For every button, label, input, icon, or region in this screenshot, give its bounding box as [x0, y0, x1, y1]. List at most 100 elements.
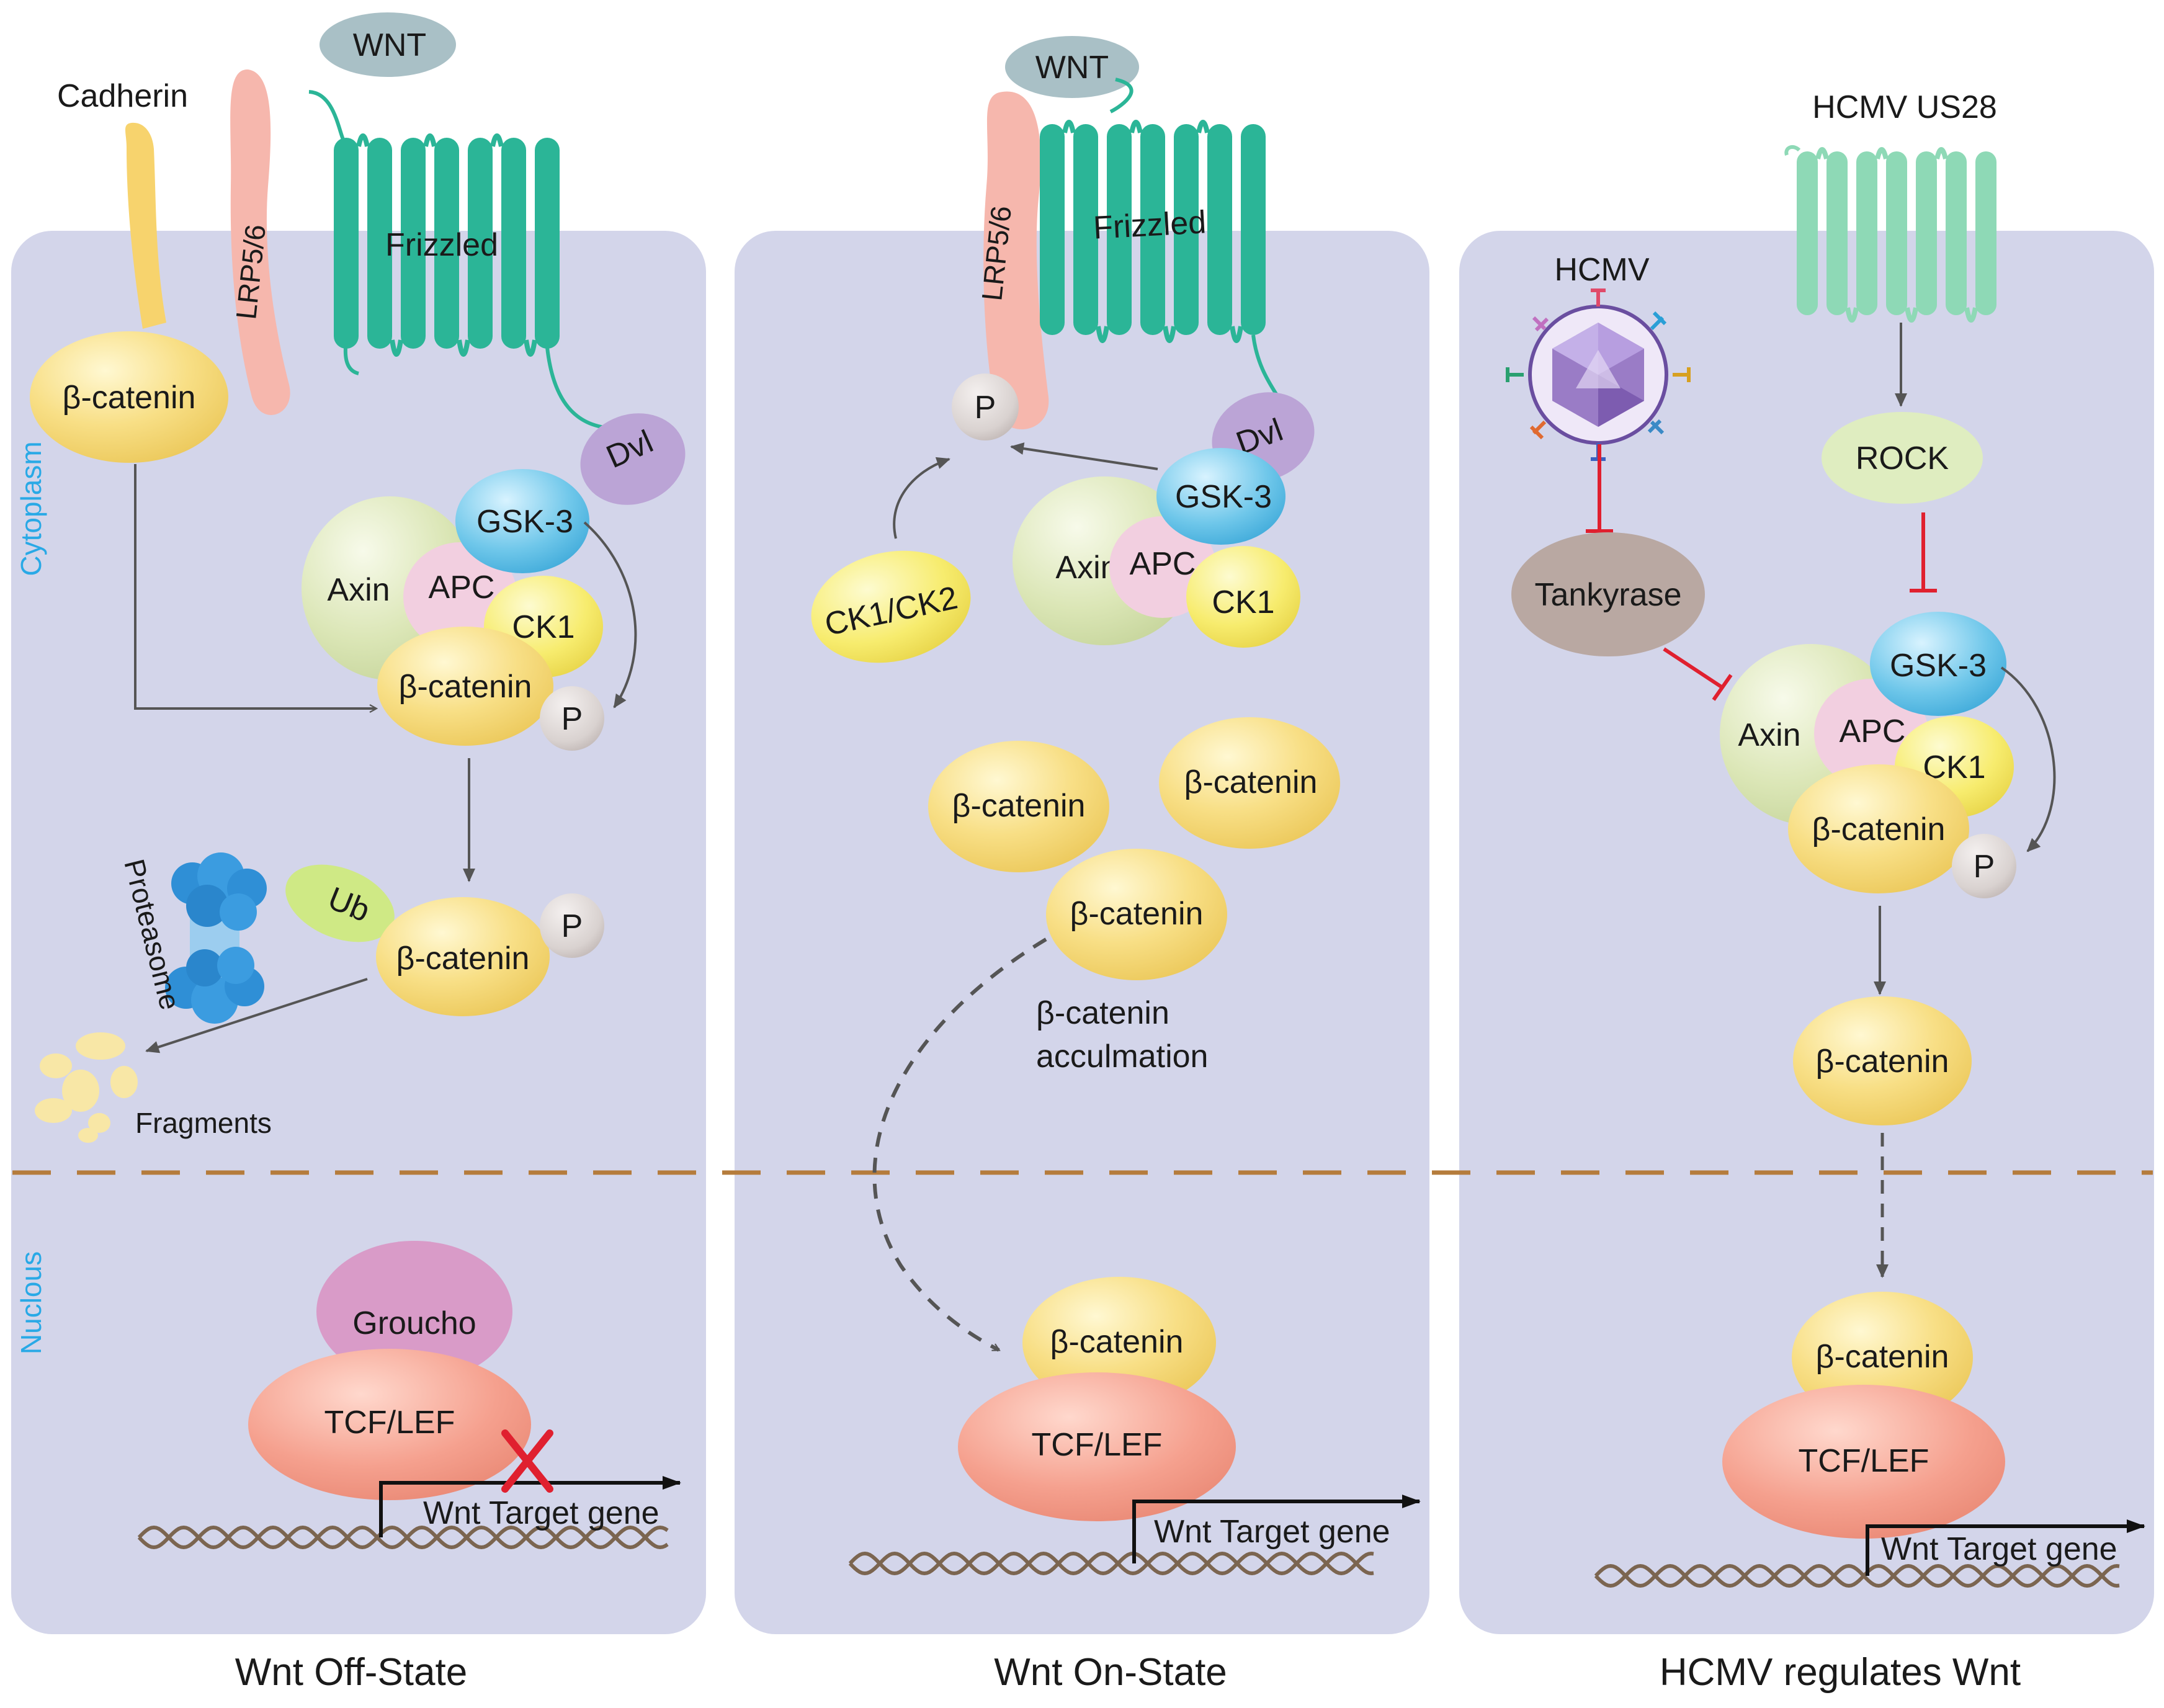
panel-hcmv-caption: HCMV regulates Wnt — [1660, 1651, 2021, 1694]
lrp-receptor — [230, 69, 290, 415]
gsk3-protein-hcmv — [1870, 612, 2006, 716]
hcmv-virus-icon — [1506, 288, 1691, 461]
hcmv-label: HCMV — [1554, 252, 1649, 288]
phosphate-ub-label: P — [561, 908, 583, 944]
tankyrase-protein — [1511, 532, 1705, 656]
beta-catenin-ubiquitinated — [376, 897, 550, 1016]
tankyrase-label: Tankyrase — [1535, 577, 1682, 613]
beta-catenin-membrane — [30, 331, 228, 463]
beta-catenin-free-c-label: β-catenin — [1070, 896, 1204, 932]
beta-catenin-nuclear-hcmv-label: β-catenin — [1816, 1339, 1949, 1375]
groucho-protein — [316, 1241, 512, 1382]
tcf-lef-protein-on — [958, 1372, 1236, 1521]
blocked-x-icon — [501, 1429, 553, 1493]
phosphate-lrp — [952, 373, 1019, 440]
beta-catenin-free-hcmv-label: β-catenin — [1816, 1044, 1949, 1080]
lrp-receptor-on — [983, 91, 1049, 430]
phosphate-complex-label: P — [561, 701, 583, 737]
beta-catenin-free-c — [1046, 849, 1227, 980]
rock-label: ROCK — [1856, 440, 1949, 476]
gsk3-phosphorylation-arrow-hcmv — [2000, 666, 2056, 852]
beta-catenin-nuclear-on-label: β-catenin — [1050, 1324, 1184, 1360]
gsk3-phosphorylation-arrow — [583, 521, 637, 709]
rock-inhibits-gsk3 — [1910, 512, 1937, 592]
target-gene-label-on: Wnt Target gene — [1154, 1514, 1390, 1550]
proteasome — [165, 852, 267, 1024]
wnt-ligand — [320, 12, 456, 77]
wnt-label-on: WNT — [1035, 50, 1109, 86]
frizzled-receptor — [308, 90, 611, 430]
tcf-lef-label-on: TCF/LEF — [1032, 1427, 1163, 1463]
frizzled-receptor-on — [1040, 78, 1280, 398]
accumulation-label-line2: acculmation — [1036, 1039, 1208, 1075]
gsk3-label-on: GSK-3 — [1175, 479, 1272, 515]
apc-label: APC — [429, 570, 495, 606]
tcf-lef-protein — [248, 1349, 531, 1500]
frizzled-label: Frizzled — [385, 227, 498, 263]
wnt-ligand-on — [1005, 36, 1139, 98]
phosphate-hcmv-label: P — [1974, 849, 1995, 885]
hcmv-inhibits-tankyrase — [1586, 444, 1613, 533]
beta-catenin-free-a — [928, 741, 1109, 872]
beta-catenin-free-hcmv — [1793, 996, 1972, 1125]
wnt-label: WNT — [353, 27, 426, 63]
cadherin-label: Cadherin — [57, 78, 188, 114]
tcf-lef-protein-hcmv — [1722, 1385, 2005, 1539]
phosphate-hcmv — [1952, 834, 2016, 898]
tcf-lef-label: TCF/LEF — [324, 1405, 455, 1441]
axin-label-hcmv: Axin — [1738, 717, 1800, 753]
cytoplasm-label: Cytoplasm — [15, 441, 47, 576]
phosphate-ub — [540, 893, 604, 958]
gsk3-label: GSK-3 — [476, 504, 573, 540]
panel-hcmv: HCMV US28 ROCK HCMV — [1506, 89, 2145, 1694]
panel-on: LRP5/6 WNT Frizzled P Dvl Axin APC — [811, 36, 1421, 1694]
beta-catenin-complex-label: β-catenin — [399, 669, 532, 705]
phosphate-complex — [540, 686, 604, 751]
gsk-to-lrp-arrow — [1010, 442, 1158, 470]
tankyrase-inhibits-axin — [1663, 647, 1733, 701]
nucleus-label: Nuclous — [15, 1251, 47, 1354]
rock-protein — [1822, 412, 1983, 504]
dvl-protein — [580, 413, 686, 505]
beta-catenin-complex-hcmv-label: β-catenin — [1812, 812, 1946, 847]
target-gene-label-hcmv: Wnt Target gene — [1881, 1531, 2117, 1567]
groucho-label: Groucho — [352, 1305, 476, 1341]
ck1-protein-on — [1186, 546, 1300, 648]
beta-catenin-free-b-label: β-catenin — [1184, 764, 1318, 800]
transcription-arrow-hcmv — [1866, 1519, 2145, 1576]
gsk3-label-hcmv: GSK-3 — [1890, 648, 1987, 684]
axin-label: Axin — [327, 572, 390, 608]
gsk3-protein — [455, 469, 589, 573]
beta-catenin-complex-hcmv — [1788, 764, 1969, 893]
apc-label-hcmv: APC — [1840, 713, 1906, 749]
nuclear-translocation-arrow — [872, 937, 1047, 1352]
protein-fragments — [35, 1032, 138, 1143]
accumulation-label-line1: β-catenin — [1036, 995, 1169, 1031]
gsk3-protein-on — [1156, 448, 1285, 545]
cadherin-protein — [125, 122, 166, 329]
beta-catenin-free-b — [1159, 717, 1340, 849]
transcription-arrow — [379, 1476, 681, 1537]
degradation-arrow — [145, 978, 368, 1053]
dna-helix-hcmv — [1594, 1563, 2120, 1588]
target-gene-label: Wnt Target gene — [423, 1495, 659, 1531]
us28-receptor — [1784, 145, 1996, 323]
panel-off-caption: Wnt Off-State — [235, 1651, 467, 1694]
beta-catenin-complex — [377, 627, 553, 746]
panel-on-caption: Wnt On-State — [994, 1651, 1227, 1694]
us28-label: HCMV US28 — [1812, 89, 1997, 125]
axin-label-on: Axin — [1055, 550, 1118, 586]
frizzled-label-on: Frizzled — [1093, 204, 1207, 246]
phosphate-lrp-label: P — [975, 390, 996, 426]
ubiquitin — [285, 864, 395, 942]
ck1-label-on: CK1 — [1212, 584, 1274, 620]
beta-catenin-free-a-label: β-catenin — [952, 788, 1086, 824]
ck1-ck2-protein — [811, 550, 971, 663]
beta-catenin-ubiquitinated-label: β-catenin — [396, 941, 530, 977]
ck1-label: CK1 — [512, 609, 575, 645]
fragments-label: Fragments — [135, 1107, 272, 1139]
apc-label-on: APC — [1130, 546, 1196, 582]
ck-to-lrp-arrow — [893, 457, 950, 539]
beta-catenin-membrane-label: β-catenin — [63, 380, 196, 416]
